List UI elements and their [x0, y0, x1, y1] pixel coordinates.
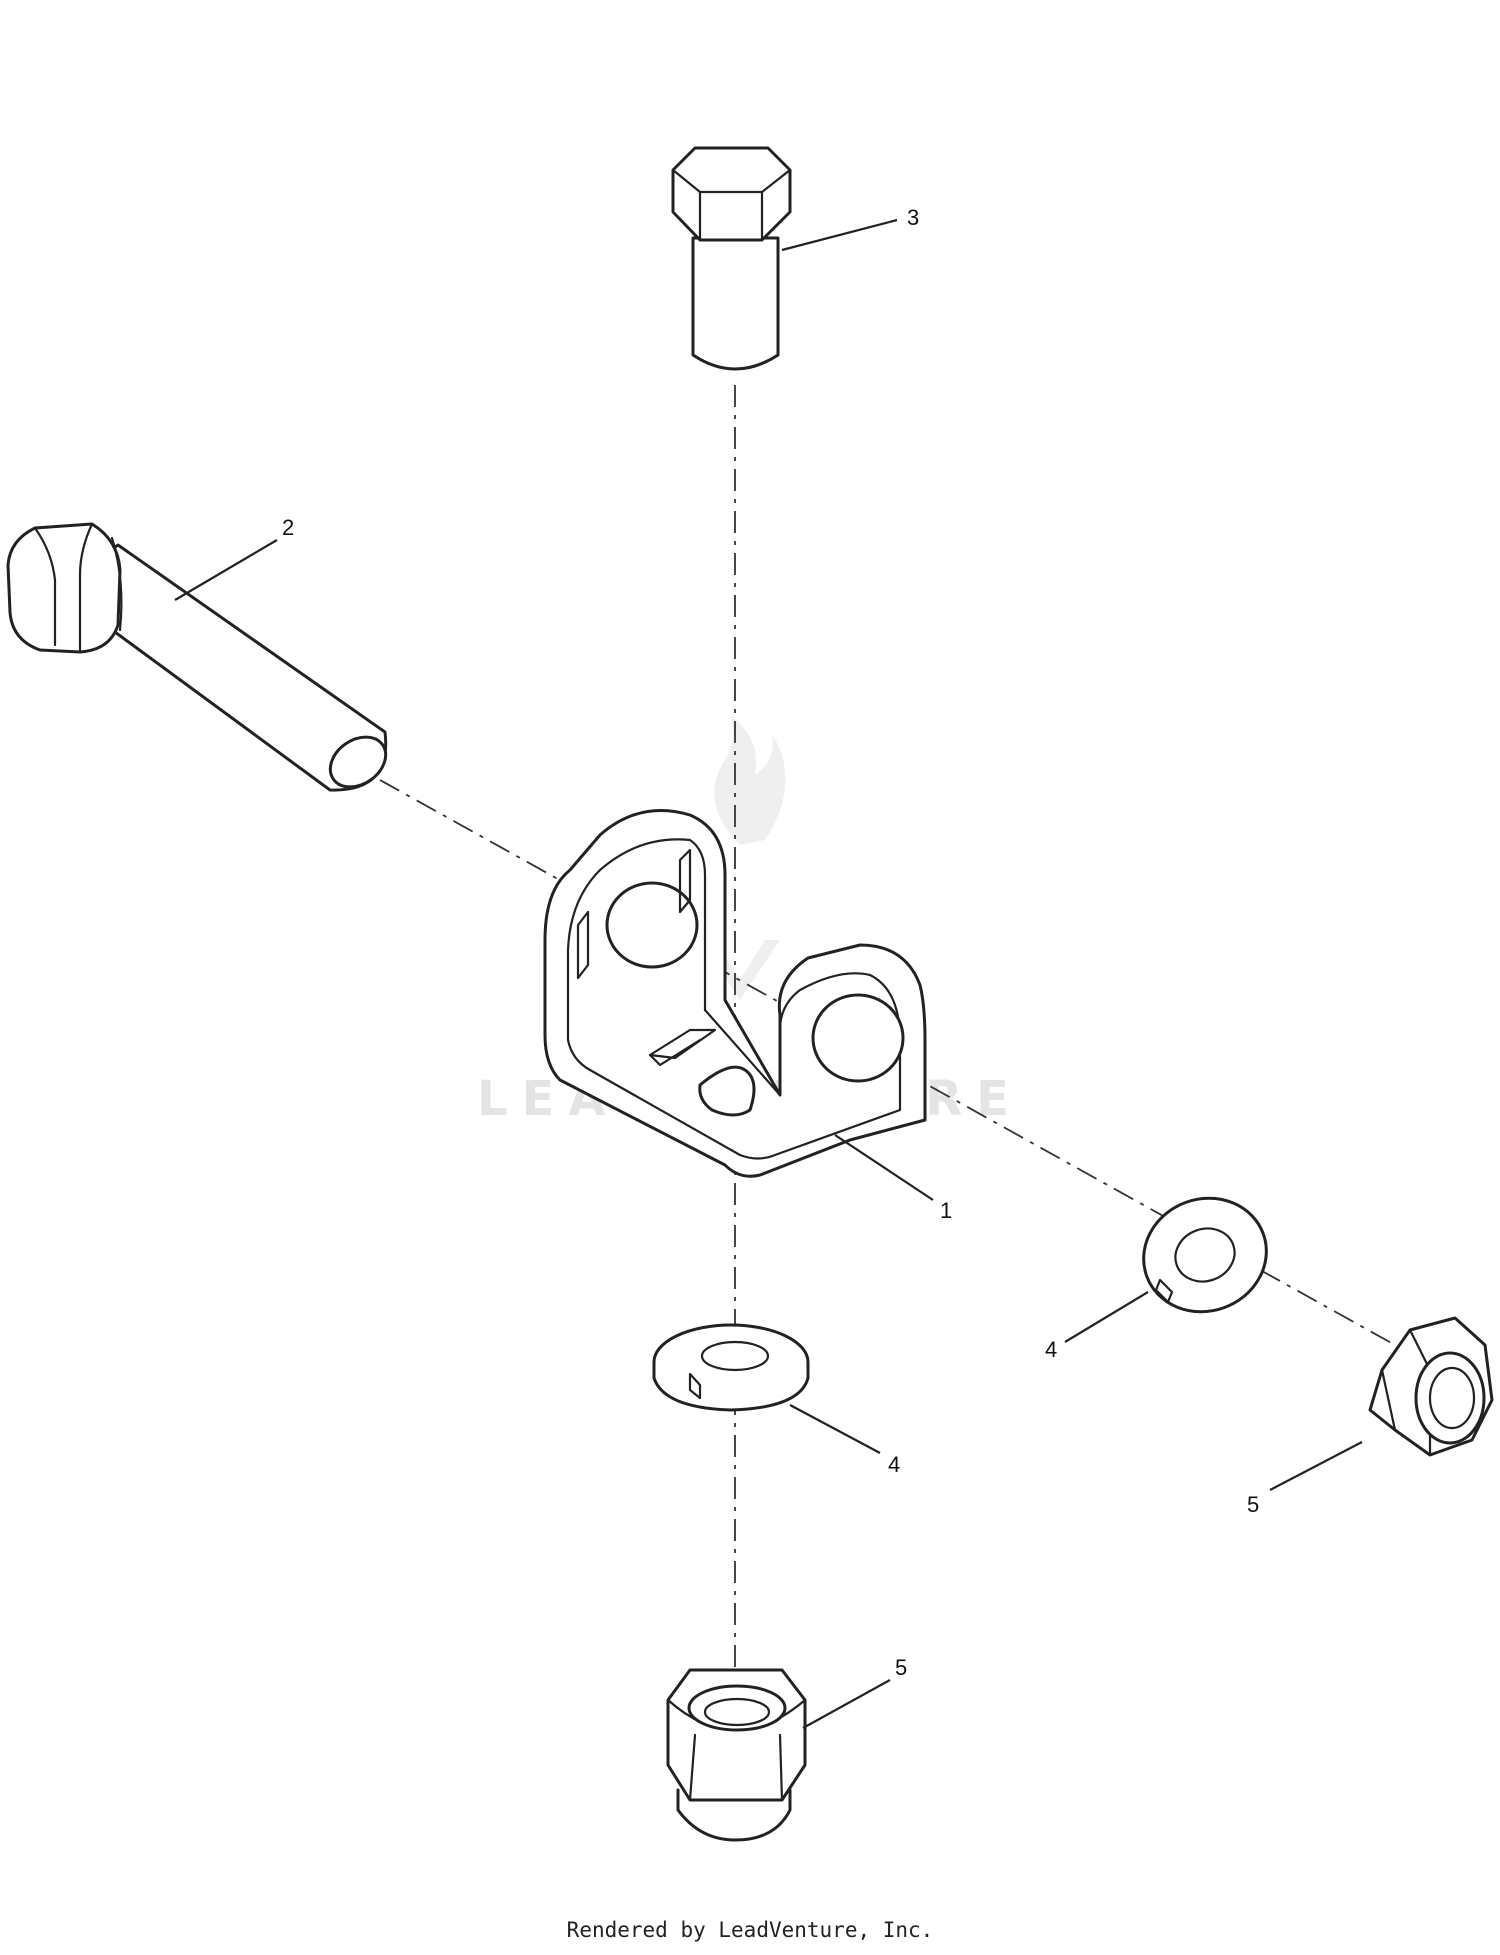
callout-3: 3 — [907, 205, 919, 230]
callout-4-bottom: 4 — [888, 1452, 900, 1477]
callout-4-right: 4 — [1045, 1337, 1057, 1362]
nylock-nut-bottom-part — [666, 1668, 807, 1842]
leader-line-2 — [174, 539, 278, 601]
leader-line-4-right — [1064, 1291, 1149, 1343]
callout-1: 1 — [940, 1198, 952, 1223]
lock-washer-bottom-part — [652, 1323, 810, 1412]
callout-2: 2 — [282, 515, 294, 540]
callout-5-right: 5 — [1247, 1492, 1259, 1517]
lock-washer-right-part — [1142, 1196, 1268, 1314]
nylock-nut-right-part — [1368, 1316, 1494, 1457]
long-bolt-part — [6, 522, 388, 792]
render-credit: Rendered by LeadVenture, Inc. — [566, 1918, 934, 1942]
leader-line-5-right — [1269, 1441, 1363, 1491]
u-bracket-part — [543, 809, 927, 1178]
leader-line-1 — [834, 1134, 934, 1201]
leader-line-5-bottom — [802, 1679, 891, 1729]
callout-5-bottom: 5 — [895, 1655, 907, 1680]
short-bolt-part — [671, 146, 792, 371]
leader-line-4-bottom — [789, 1404, 881, 1454]
leader-line-3 — [781, 218, 898, 252]
